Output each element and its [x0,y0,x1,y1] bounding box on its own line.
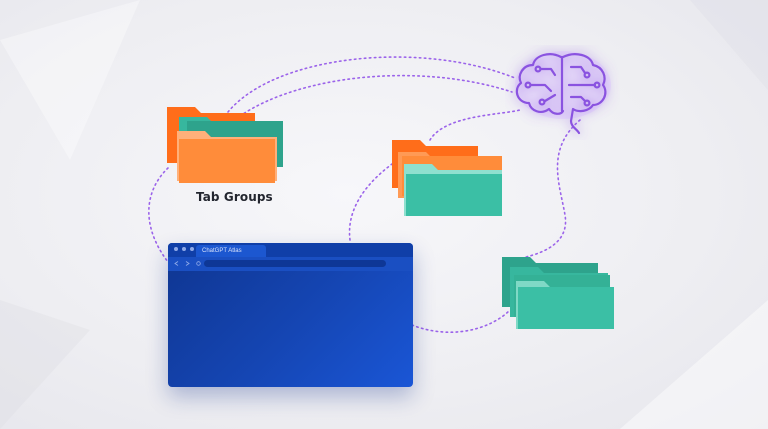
teal-folder-stack[interactable] [500,255,618,333]
browser-tab[interactable]: ChatGPT Atlas [196,245,266,257]
browser-window[interactable]: ChatGPT Atlas [168,243,413,387]
window-control-minimize[interactable] [182,247,186,251]
arrow-left-icon[interactable] [174,261,179,266]
connector-tabgroup-brain-inner [239,74,513,117]
connector-tabgroup-brain [227,56,516,113]
window-control-maximize[interactable] [190,247,194,251]
connector-tabgroup-browser [148,167,169,263]
connector-bottom-browser [411,309,511,333]
middle-folder-stack[interactable] [392,140,507,220]
tab-group-folder-stack[interactable] [165,105,285,187]
tab-groups-caption: Tab Groups [196,190,273,204]
arrow-right-icon[interactable] [185,261,190,266]
window-control-close[interactable] [174,247,178,251]
window-controls [174,247,194,251]
address-bar[interactable] [204,260,386,267]
browser-toolbar [168,257,413,271]
browser-titlebar: ChatGPT Atlas [168,243,413,271]
connector-brain-right [511,119,581,261]
reload-icon[interactable] [196,261,201,266]
brain-circuit-icon [515,51,611,135]
